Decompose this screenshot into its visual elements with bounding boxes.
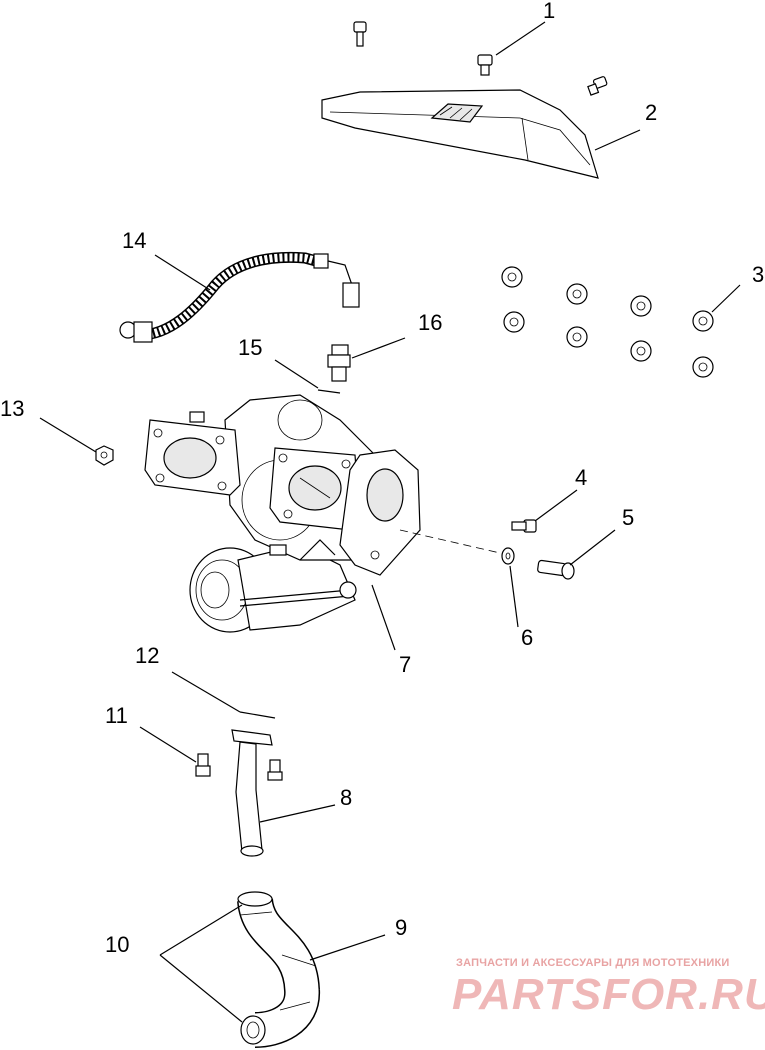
callout-5: 5 — [622, 505, 635, 530]
callout-15: 15 — [238, 335, 263, 360]
part-gasket-12 — [239, 711, 276, 719]
part-nut-13 — [95, 445, 114, 466]
callout-16: 16 — [418, 310, 443, 335]
callout-3: 3 — [752, 262, 765, 287]
callout-4: 4 — [575, 465, 588, 490]
callout-1: 1 — [543, 0, 556, 23]
callout-13: 13 — [0, 396, 25, 421]
callout-6: 6 — [521, 625, 534, 650]
callout-11: 11 — [105, 703, 128, 728]
part-hose-9 — [237, 891, 320, 1048]
callout-9: 9 — [395, 915, 408, 940]
part-turbocharger — [144, 394, 421, 633]
part-bolt-1a — [353, 21, 367, 47]
watermark-subtitle: ЗАПЧАСТИ И АКСЕССУАРЫ ДЛЯ МОТОТЕХНИКИ — [456, 957, 730, 969]
part-bolts-11 — [195, 753, 283, 781]
callout-2: 2 — [645, 100, 658, 125]
callout-12: 12 — [135, 643, 160, 668]
part-oil-hose — [119, 251, 360, 343]
part-bolt-1c — [587, 76, 608, 96]
part-bolt-4 — [511, 519, 537, 533]
part-drain-pipe — [231, 729, 273, 857]
part-fitting — [327, 344, 351, 382]
part-bolt-1b — [477, 54, 493, 76]
part-washer-6 — [501, 547, 515, 565]
callout-10: 10 — [105, 932, 130, 957]
leader-lines — [39, 21, 741, 1023]
callout-8: 8 — [340, 785, 353, 810]
watermark-brand: PARTSFOR.RU — [452, 970, 765, 1019]
part-nuts — [501, 266, 714, 378]
callout-7: 7 — [399, 652, 412, 677]
part-stud-5 — [537, 559, 575, 580]
callout-14: 14 — [122, 228, 147, 253]
part-gasket-15 — [317, 389, 341, 394]
part-heat-shield — [321, 89, 599, 179]
